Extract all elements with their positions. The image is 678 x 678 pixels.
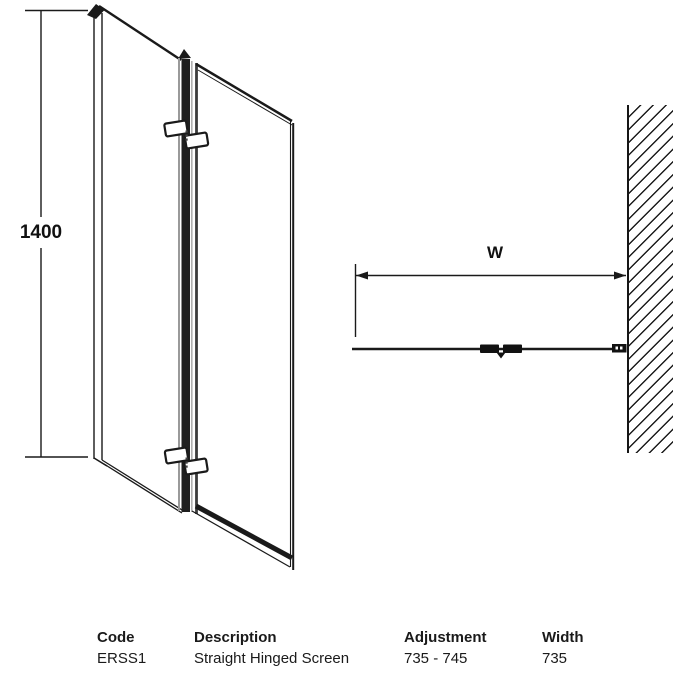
fixed-panel-bottom-edge xyxy=(101,459,183,511)
screen-plan xyxy=(352,344,627,359)
table-header: Width xyxy=(542,629,584,646)
wall-hatch xyxy=(627,105,673,453)
clamp-top-right xyxy=(183,131,210,150)
width-dimension-label: W xyxy=(487,243,504,262)
hinged-panel-top-edge xyxy=(195,62,293,123)
plan-hinge xyxy=(480,344,522,359)
arrowhead-left xyxy=(356,271,368,280)
fixed-panel-bottom-edge-2 xyxy=(103,463,183,514)
hinged-panel-top-edge-2 xyxy=(197,69,293,126)
hinged-panel-bottom-seal xyxy=(194,503,294,561)
table-header: Code xyxy=(97,629,135,646)
clamp-bottom-right xyxy=(183,457,209,476)
hinge-bar xyxy=(178,49,198,514)
hinged-panel-bottom-edge xyxy=(191,510,291,568)
table-header: Adjustment xyxy=(404,629,487,646)
spec-col-description: Description Straight Hinged Screen xyxy=(194,627,349,669)
spec-col-code: Code ERSS1 xyxy=(97,627,146,669)
height-dimension-label: 1400 xyxy=(20,222,62,243)
table-value: Straight Hinged Screen xyxy=(194,650,350,667)
glass-clamps xyxy=(163,119,210,476)
table-header: Description xyxy=(194,629,277,646)
spec-col-width: Width 735 xyxy=(542,627,584,669)
hinge-bar-top-cap xyxy=(178,49,191,59)
fixed-panel xyxy=(98,4,183,514)
hinged-panel xyxy=(191,62,295,570)
clamp-bottom-left xyxy=(163,446,190,465)
fixed-panel-top-edge xyxy=(98,4,182,62)
clamp-top-screws xyxy=(185,130,188,141)
wall-profile xyxy=(87,4,108,467)
table-value: 735 - 745 xyxy=(404,650,468,667)
clamp-bottom-screws xyxy=(185,457,188,468)
table-value: 735 xyxy=(542,650,568,667)
hinge-bar-core xyxy=(181,59,190,512)
clamp-top-left xyxy=(163,119,189,138)
width-dimension: W xyxy=(354,243,626,337)
table-value: ERSS1 xyxy=(97,650,147,667)
arrowhead-right xyxy=(614,271,626,280)
spec-col-adjustment: Adjustment 735 - 745 xyxy=(404,627,487,669)
wall-bracket xyxy=(612,344,627,353)
height-dimension: 1400 xyxy=(20,9,88,458)
